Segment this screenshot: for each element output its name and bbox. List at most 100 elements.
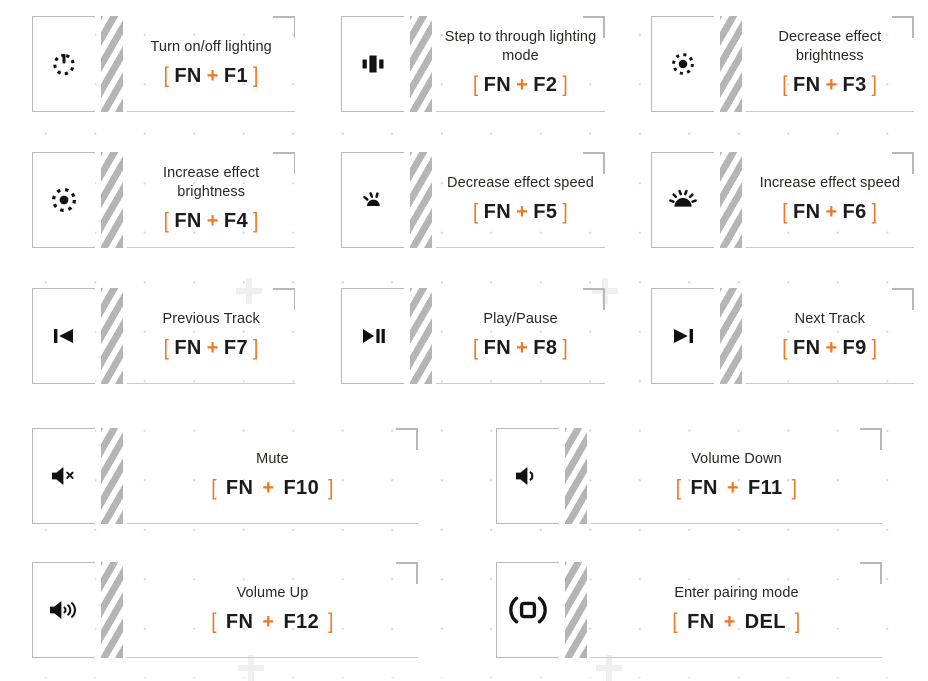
lighting-toggle-icon bbox=[49, 49, 79, 79]
shortcut-card-play-pause[interactable]: Play/Pause[FN+F8] bbox=[341, 288, 605, 384]
fn-key-label: FN bbox=[174, 210, 202, 232]
brightness-down-icon bbox=[668, 49, 698, 79]
function-key-label: F2 bbox=[533, 74, 558, 96]
shortcut-text-panel: Increase effect speed[FN+F6] bbox=[745, 152, 915, 248]
shortcut-text-panel: Volume Down[FN+F11] bbox=[591, 428, 882, 524]
shortcut-row: Turn on/off lighting[FN+F1] Step to thro… bbox=[0, 16, 928, 112]
plus-sign: + bbox=[726, 476, 739, 499]
fn-key-label: FN bbox=[483, 74, 512, 96]
diagonal-stripe-divider bbox=[565, 562, 587, 658]
lighting-mode-icon bbox=[358, 49, 388, 79]
open-bracket: [ bbox=[675, 475, 682, 500]
previous-track-icon bbox=[50, 325, 78, 347]
shortcut-caption: Volume Down bbox=[691, 450, 782, 467]
shortcut-key-combo: [FN+F8] bbox=[472, 335, 568, 360]
plus-sign: + bbox=[262, 476, 275, 499]
shortcut-card-volume-up[interactable]: Volume Up[FN+F12] bbox=[32, 562, 418, 658]
function-key-label: F9 bbox=[842, 336, 867, 359]
shortcut-card-mute[interactable]: Mute[FN+F10] bbox=[32, 428, 418, 524]
shortcut-text-panel: Enter pairing mode[FN+DEL] bbox=[591, 562, 882, 658]
fn-key-label: FN bbox=[483, 336, 512, 359]
shortcut-key-combo: [FN+DEL] bbox=[672, 609, 801, 634]
shortcut-text-panel: Step to through lighting mode[FN+F2] bbox=[436, 16, 605, 112]
speed-down-icon bbox=[357, 187, 389, 213]
close-bracket: ] bbox=[253, 335, 259, 360]
shortcut-text-panel: Play/Pause[FN+F8] bbox=[436, 288, 605, 384]
play-pause-icon bbox=[359, 325, 387, 347]
plus-sign: + bbox=[516, 336, 529, 359]
plus-sign: + bbox=[516, 200, 529, 223]
shortcut-card-speed-up[interactable]: Increase effect speed[FN+F6] bbox=[650, 152, 915, 248]
volume-up-icon bbox=[47, 598, 81, 622]
function-key-label: F5 bbox=[533, 200, 558, 223]
shortcut-text-panel: Increase effect brightness[FN+F4] bbox=[127, 152, 296, 248]
shortcut-card-previous-track[interactable]: Previous Track[FN+F7] bbox=[32, 288, 296, 384]
shortcut-key-combo: [FN+F7] bbox=[164, 335, 259, 360]
fn-key-label: FN bbox=[792, 200, 821, 223]
shortcut-key-combo: [FN+F11] bbox=[675, 475, 798, 500]
shortcut-card-lighting-toggle[interactable]: Turn on/off lighting[FN+F1] bbox=[32, 16, 296, 112]
shortcut-card-pairing-mode[interactable]: Enter pairing mode[FN+DEL] bbox=[496, 562, 882, 658]
speed-up-icon bbox=[666, 187, 700, 213]
shortcut-key-combo: [FN+F10] bbox=[211, 476, 334, 500]
open-bracket: [ bbox=[211, 609, 217, 634]
icon-cell bbox=[341, 152, 405, 248]
close-bracket: ] bbox=[791, 475, 798, 500]
shortcut-text-panel: Decrease effect speed[FN+F5] bbox=[436, 152, 605, 248]
shortcut-caption: Decrease effect brightness bbox=[778, 29, 882, 64]
open-bracket: [ bbox=[472, 73, 479, 98]
plus-sign: + bbox=[516, 74, 529, 96]
icon-cell bbox=[32, 428, 95, 524]
shortcut-text-panel: Turn on/off lighting[FN+F1] bbox=[127, 16, 296, 112]
icon-cell bbox=[32, 562, 95, 658]
function-key-label: F7 bbox=[223, 336, 249, 359]
plus-sign: + bbox=[206, 210, 219, 232]
open-bracket: [ bbox=[163, 209, 170, 234]
diagonal-stripe-divider bbox=[565, 428, 587, 524]
shortcut-card-brightness-down[interactable]: Decrease effect brightness[FN+F3] bbox=[650, 16, 915, 112]
diagonal-stripe-divider bbox=[101, 288, 123, 384]
shortcut-row: Volume Up[FN+F12] Enter pairing mode[FN+… bbox=[0, 562, 928, 658]
next-track-icon bbox=[669, 325, 697, 347]
plus-sign: + bbox=[206, 64, 219, 87]
close-bracket: ] bbox=[871, 335, 878, 360]
plus-sign: + bbox=[723, 610, 736, 633]
diagonal-stripe-divider bbox=[101, 428, 123, 524]
function-key-label: F4 bbox=[223, 210, 249, 232]
shortcut-text-panel: Mute[FN+F10] bbox=[127, 428, 418, 524]
icon-cell bbox=[341, 288, 405, 384]
shortcut-card-brightness-up[interactable]: Increase effect brightness[FN+F4] bbox=[32, 152, 296, 248]
function-key-label: F8 bbox=[533, 336, 558, 359]
close-bracket: ] bbox=[871, 199, 878, 224]
function-key-label: F10 bbox=[283, 476, 320, 499]
shortcut-card-volume-down[interactable]: Volume Down[FN+F11] bbox=[496, 428, 882, 524]
open-bracket: [ bbox=[472, 335, 479, 360]
close-bracket: ] bbox=[562, 199, 569, 224]
fn-key-label: FN bbox=[225, 476, 254, 499]
icon-cell bbox=[650, 152, 714, 248]
close-bracket: ] bbox=[253, 209, 259, 234]
diagonal-stripe-divider bbox=[101, 16, 123, 112]
fn-key-label: FN bbox=[690, 476, 718, 499]
brightness-up-icon bbox=[48, 184, 80, 216]
function-key-label: F6 bbox=[842, 200, 867, 223]
close-bracket: ] bbox=[794, 609, 801, 634]
shortcut-card-lighting-mode[interactable]: Step to through lighting mode[FN+F2] bbox=[341, 16, 605, 112]
fn-key-label: FN bbox=[687, 610, 715, 633]
shortcut-card-next-track[interactable]: Next Track[FN+F9] bbox=[650, 288, 915, 384]
volume-down-icon bbox=[512, 464, 544, 488]
open-bracket: [ bbox=[472, 199, 479, 224]
shortcut-caption: Step to through lighting mode bbox=[444, 29, 597, 64]
close-bracket: ] bbox=[253, 63, 259, 88]
shortcut-text-panel: Next Track[FN+F9] bbox=[745, 288, 915, 384]
shortcut-caption: Enter pairing mode bbox=[674, 584, 799, 601]
shortcut-card-speed-down[interactable]: Decrease effect speed[FN+F5] bbox=[341, 152, 605, 248]
icon-cell bbox=[341, 16, 405, 112]
open-bracket: [ bbox=[782, 335, 788, 360]
plus-sign: + bbox=[206, 336, 219, 359]
shortcut-key-combo: [FN+F4] bbox=[163, 209, 259, 234]
diagonal-stripe-divider bbox=[410, 152, 433, 248]
fn-key-label: FN bbox=[225, 610, 254, 633]
fn-key-label: FN bbox=[174, 336, 202, 359]
diagonal-stripe-divider bbox=[101, 562, 123, 658]
